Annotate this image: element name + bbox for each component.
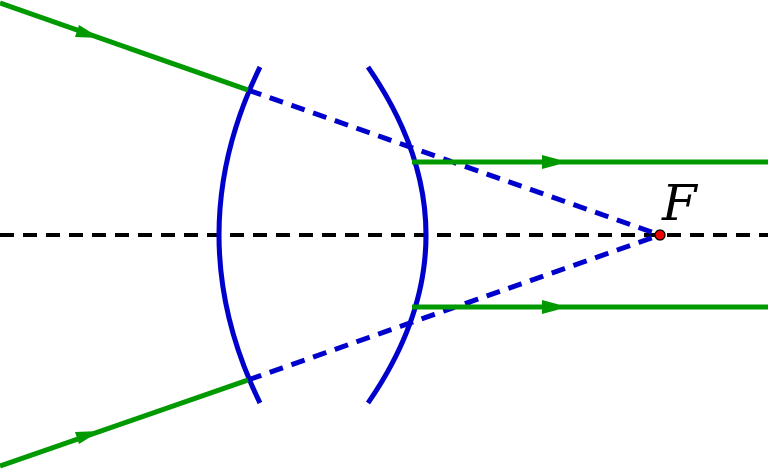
incoming-ray-upper (0, 0, 249, 93)
focal-point-label: F (661, 174, 699, 232)
arrow-icon (542, 155, 568, 169)
arrow-icon (542, 300, 568, 314)
focal-point (654, 229, 666, 241)
incoming-ray-lower (0, 377, 249, 469)
arrow-icon (75, 25, 100, 38)
lens-left-surface (216, 65, 263, 405)
lens-right-surface (365, 65, 429, 405)
arrow-icon (75, 431, 100, 444)
